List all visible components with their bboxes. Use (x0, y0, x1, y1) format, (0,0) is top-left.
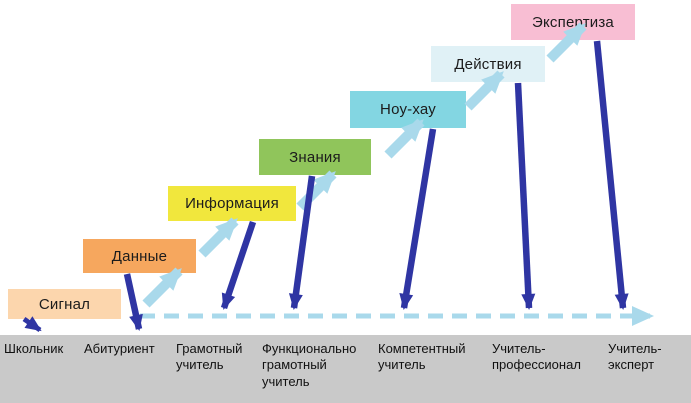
stage-bar: Школьник Абитуриент Грамотный учитель Фу… (0, 335, 691, 403)
step-box-actions: Действия (431, 46, 545, 82)
stage-label-professional-teacher: Учитель-профессионал (492, 341, 581, 373)
step-box-label: Информация (185, 195, 279, 212)
step-box-knowhow: Ноу-хау (350, 91, 466, 128)
step-box-label: Знания (289, 148, 341, 166)
ascending-arrow-1 (142, 267, 183, 308)
stage-label-functionally-literate-teacher: Функционально грамотный учитель (262, 341, 357, 389)
step-box-label: Действия (454, 55, 522, 73)
step-box-expertise: Экспертиза (511, 4, 635, 40)
step-box-data: Данные (83, 239, 196, 273)
step-box-signal: Сигнал (8, 289, 121, 319)
step-box-knowledge: Знания (259, 139, 371, 175)
step-box-label: Данные (111, 247, 168, 265)
step-box-label: Сигнал (38, 295, 91, 313)
down-arrow-signal (22, 316, 42, 333)
down-arrow-expertise (593, 40, 629, 310)
stage-label-applicant: Абитуриент (84, 341, 155, 356)
stage-label-schoolboy: Школьник (4, 341, 64, 356)
down-arrow-knowhow (399, 128, 437, 310)
ascending-arrow-2 (198, 217, 239, 258)
step-box-label: Ноу-хау (380, 101, 436, 118)
down-arrow-knowledge (288, 175, 316, 310)
down-arrow-data (123, 273, 143, 331)
ascending-arrow-3 (296, 170, 337, 211)
down-arrow-actions (514, 82, 536, 310)
step-box-label: Экспертиза (532, 13, 614, 31)
step-box-information: Информация (168, 186, 296, 221)
stage-label-expert-teacher: Учитель-эксперт (608, 341, 662, 373)
down-arrow-information (220, 220, 257, 310)
stage-label-literate-teacher: Грамотный учитель (176, 341, 243, 373)
stage-label-competent-teacher: Компетентный учитель (378, 341, 466, 373)
